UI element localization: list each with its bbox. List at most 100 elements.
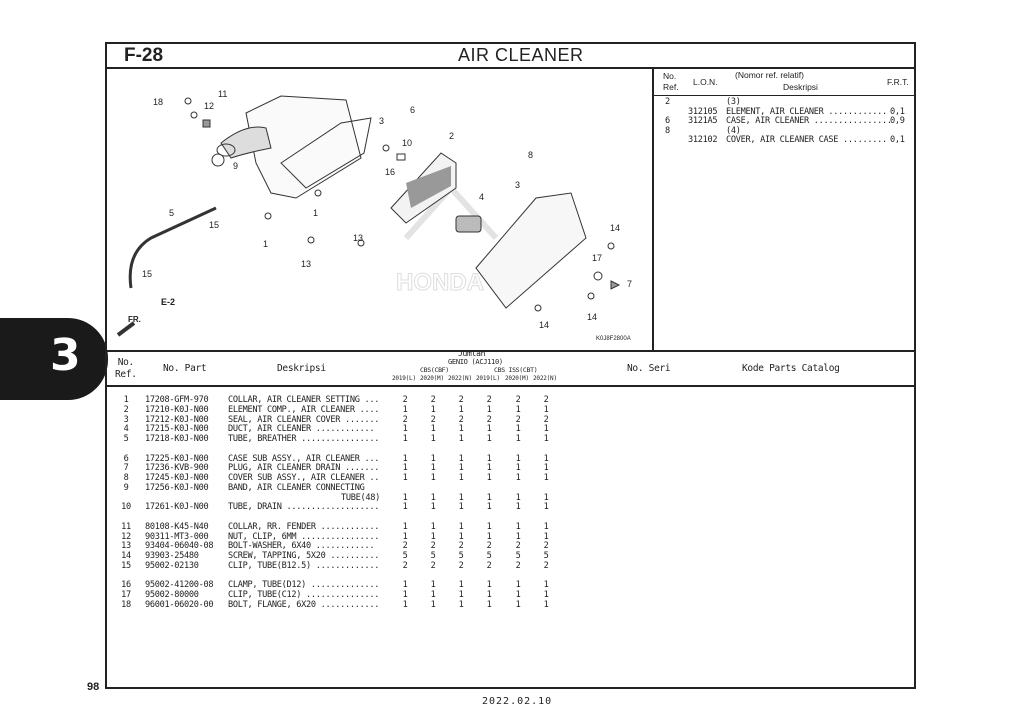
drain-plug xyxy=(610,280,621,290)
bolt-washer xyxy=(307,236,315,244)
page-frame xyxy=(105,42,916,689)
callout-number[interactable]: 1 xyxy=(263,239,269,249)
part-number[interactable]: 17212-K0J-N00 xyxy=(145,414,209,425)
quantity: 1 xyxy=(430,492,436,503)
callout-number[interactable]: 14 xyxy=(610,223,621,233)
quantity: 1 xyxy=(515,453,521,464)
callout-number[interactable]: 3 xyxy=(379,116,385,126)
frt-lon: 312102 xyxy=(688,135,718,146)
callout-number[interactable]: 7 xyxy=(627,279,633,289)
callout-number[interactable]: 12 xyxy=(204,101,215,111)
quantity: 1 xyxy=(458,453,464,464)
quantity: 2 xyxy=(543,560,549,571)
screw xyxy=(587,292,595,300)
section-code: F-28 xyxy=(124,45,164,66)
callout-number[interactable]: 9 xyxy=(233,161,239,171)
chapter-tab[interactable]: 3 xyxy=(0,318,108,400)
ref-link-e2[interactable]: E-2 xyxy=(161,297,176,307)
duct-part xyxy=(455,215,482,233)
quantity: 1 xyxy=(402,404,408,415)
callout-number[interactable]: 13 xyxy=(301,259,312,269)
quantity: 1 xyxy=(486,434,492,444)
quantity: 1 xyxy=(430,463,436,474)
part-number[interactable]: 17225-K0J-N00 xyxy=(145,453,209,464)
part-description: TUBE, BREATHER ................ xyxy=(228,434,380,444)
clip xyxy=(593,271,603,281)
quantity: 1 xyxy=(543,531,549,542)
header-year: 2019(L) xyxy=(392,375,416,382)
header-year: 2020(M) xyxy=(505,375,529,382)
quantity: 1 xyxy=(515,531,521,542)
part-number[interactable]: 80108-K45-N40 xyxy=(145,521,209,532)
callout-number[interactable]: 18 xyxy=(153,97,164,107)
callout-number[interactable]: 8 xyxy=(528,150,534,160)
callout-number[interactable]: 3 xyxy=(515,180,521,190)
part-number[interactable]: 17218-K0J-N00 xyxy=(145,434,209,444)
callout-number[interactable]: 11 xyxy=(218,89,228,99)
quantity: 1 xyxy=(430,599,436,610)
part-number[interactable]: 17215-K0J-N00 xyxy=(145,424,209,435)
callout-number[interactable]: 14 xyxy=(587,312,598,322)
part-description: PLUG, AIR CLEANER DRAIN ....... xyxy=(228,463,380,474)
ref-number: 8 xyxy=(123,473,129,483)
callout-number[interactable]: 4 xyxy=(479,192,485,202)
part-number[interactable]: 17256-K0J-N00 xyxy=(145,482,209,493)
quantity: 1 xyxy=(402,502,408,513)
callout-number[interactable]: 14 xyxy=(539,320,550,330)
part-number[interactable]: 17236-KVB-900 xyxy=(145,463,209,474)
divider xyxy=(106,67,916,69)
part-number[interactable]: 17210-K0J-N00 xyxy=(145,404,209,415)
callout-number[interactable]: 6 xyxy=(410,105,416,115)
part-number[interactable]: 95002-80000 xyxy=(145,590,199,600)
screw xyxy=(607,242,615,250)
callout-number[interactable]: 10 xyxy=(402,138,413,148)
clamp xyxy=(382,144,390,152)
callout-number[interactable]: 1 xyxy=(313,208,319,218)
part-number[interactable]: 90311-MT3-000 xyxy=(145,531,209,542)
quantity: 2 xyxy=(458,414,464,425)
part-number[interactable]: 96001-06020-00 xyxy=(145,599,214,610)
quantity: 1 xyxy=(515,434,521,444)
quantity: 1 xyxy=(402,453,408,464)
quantity: 2 xyxy=(458,560,464,571)
part-number[interactable]: 17208-GFM-970 xyxy=(145,395,209,405)
quantity: 1 xyxy=(515,502,521,513)
ref-number: 6 xyxy=(123,453,129,464)
callout-number[interactable]: 16 xyxy=(385,167,396,177)
frt-header-lon: L.O.N. xyxy=(693,77,718,87)
header-model: GENIO (ACJ110) xyxy=(448,358,503,366)
part-number[interactable]: 17261-K0J-N00 xyxy=(145,502,209,513)
callout-number[interactable]: 15 xyxy=(142,269,153,279)
ref-number: 18 xyxy=(121,599,131,610)
callout-number[interactable]: 15 xyxy=(209,220,220,230)
quantity: 1 xyxy=(402,463,408,474)
quantity: 1 xyxy=(486,502,492,513)
frt-desc: COVER, AIR CLEANER CASE ......... xyxy=(726,135,887,146)
quantity: 2 xyxy=(486,395,492,405)
frt-desc: (4) xyxy=(726,125,741,136)
frt-ref: 8 xyxy=(665,125,670,136)
callout-number[interactable]: 5 xyxy=(169,208,175,218)
frt-desc: CASE, AIR CLEANER ................ xyxy=(726,116,892,127)
front-label: FR. xyxy=(128,315,141,324)
part-number[interactable]: 95002-41200-08 xyxy=(145,580,214,591)
callout-number[interactable]: 2 xyxy=(449,131,455,141)
part-number[interactable]: 93404-06040-08 xyxy=(145,541,214,552)
quantity: 1 xyxy=(543,404,549,415)
callout-number[interactable]: 17 xyxy=(592,253,603,263)
quantity: 1 xyxy=(515,473,521,483)
part-description-cont: TUBE(48) xyxy=(341,492,380,503)
quantity: 2 xyxy=(515,560,521,571)
quantity: 1 xyxy=(515,463,521,474)
ref-number: 3 xyxy=(123,414,129,425)
part-number[interactable]: 93903-25480 xyxy=(145,551,199,561)
part-number[interactable]: 95002-02130 xyxy=(145,560,199,571)
quantity: 1 xyxy=(515,424,521,435)
quantity: 1 xyxy=(543,424,549,435)
part-number[interactable]: 17245-K0J-N00 xyxy=(145,473,209,483)
quantity: 1 xyxy=(430,404,436,415)
callout-number[interactable]: 13 xyxy=(353,233,364,243)
